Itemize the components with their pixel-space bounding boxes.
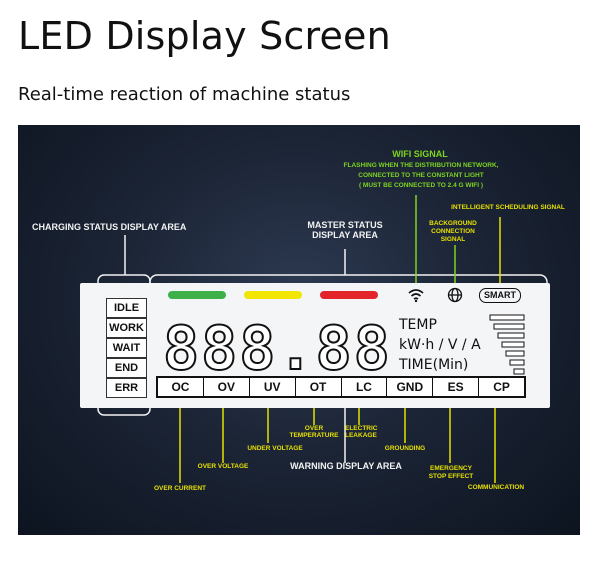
led-diagram-panel: WIFI SIGNAL FLASHING WHEN THE DISTRIBUTI… (18, 125, 580, 535)
warning-gnd: GND (387, 378, 434, 396)
warning-es: ES (433, 378, 480, 396)
wifi-desc-line-1: FLASHING WHEN THE DISTRIBUTION NETWORK, (343, 162, 499, 169)
status-bar-green (168, 291, 226, 299)
signal-level-bars (489, 314, 525, 375)
status-tag-end: END (106, 358, 147, 378)
warning-row: OC OV UV OT LC GND ES CP (156, 376, 526, 398)
wifi-desc-line-2: CONNECTED TO THE CONSTANT LIGHT (358, 172, 484, 179)
smart-signal-label: INTELLIGENT SCHEDULING SIGNAL (451, 204, 565, 211)
charging-label: CHARGING STATUS DISPLAY AREA (32, 222, 187, 232)
warning-oc: OC (158, 378, 204, 396)
emergency-label-1: EMERGENCY (430, 465, 472, 472)
master-label-2: DISPLAY AREA (312, 230, 378, 240)
emergency-label-2: STOP EFFECT (428, 473, 474, 480)
warning-ot: OT (296, 378, 342, 396)
over-temp-label-2: TEMPERATURE (289, 432, 339, 439)
status-bar-yellow (244, 291, 302, 299)
communication-label: COMMUNICATION (467, 484, 525, 491)
unit-energy: kW·h / V / A (399, 337, 481, 353)
warning-uv: UV (250, 378, 296, 396)
status-tag-idle: IDLE (106, 298, 147, 318)
warning-cp: CP (493, 380, 510, 394)
globe-icon (446, 287, 464, 303)
warning-area-label: WARNING DISPLAY AREA (290, 461, 402, 471)
master-label-1: MASTER STATUS (307, 220, 383, 230)
status-tag-err: ERR (106, 378, 147, 398)
background-label-3: SIGNAL (440, 236, 466, 243)
page-subtitle: Real-time reaction of machine status (18, 84, 351, 105)
wifi-desc-line-3: ( MUST BE CONNECTED TO 2.4 G WIFI ) (358, 182, 484, 189)
over-temp-label-1: OVER (304, 425, 324, 432)
page-title: LED Display Screen (18, 14, 391, 58)
warning-ov: OV (204, 378, 250, 396)
grounding-label: GROUNDING (384, 445, 426, 452)
over-voltage-label: OVER VOLTAGE (197, 463, 249, 470)
under-voltage-label: UNDER VOLTAGE (247, 445, 303, 452)
background-label-2: CONNECTION (431, 228, 475, 235)
status-bar-red (320, 291, 378, 299)
over-current-label: OVER CURRENT (153, 485, 206, 492)
status-tag-work: WORK (106, 318, 147, 338)
unit-time: TIME(Min) (399, 357, 469, 373)
seven-segment-digits: 888.88 (162, 314, 392, 384)
wifi-icon (407, 287, 425, 303)
electric-label-2: LEAKAGE (345, 432, 377, 439)
background-label-1: BACKGROUND (429, 220, 477, 227)
status-tag-wait: WAIT (106, 338, 147, 358)
warning-lc: LC (342, 378, 388, 396)
electric-label-1: ELECTRIC (345, 425, 378, 432)
wifi-signal-title: WIFI SIGNAL (392, 149, 448, 159)
unit-temp: TEMP (399, 317, 437, 333)
smart-badge: SMART (479, 288, 521, 303)
